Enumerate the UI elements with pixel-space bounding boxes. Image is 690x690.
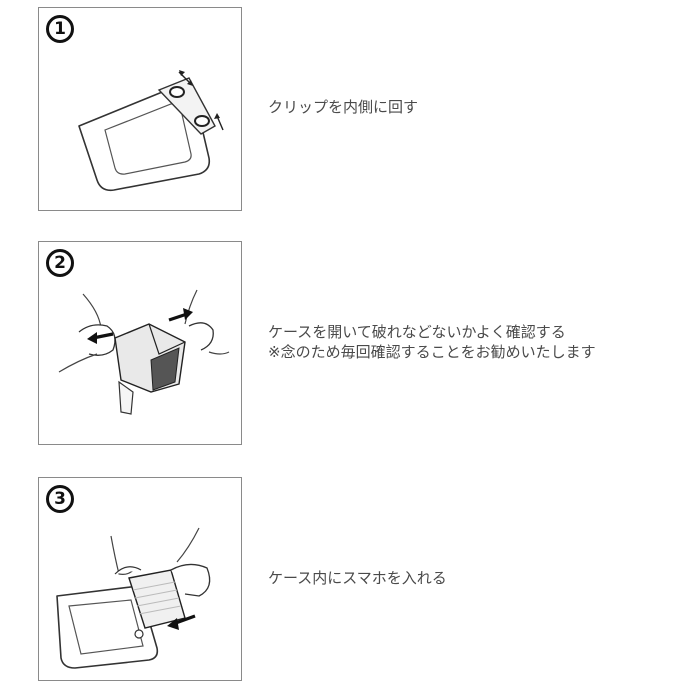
instruction-note: ※念のため毎回確認することをお勧めいたします: [268, 343, 596, 361]
step-1-instruction: クリップを内側に回す: [268, 97, 418, 117]
step-number-badge: 1: [46, 15, 74, 43]
step-2-instruction: ケースを開いて破れなどないかよく確認する ※念のため毎回確認することをお勧めいた…: [268, 322, 596, 362]
step-2-panel: 2: [38, 241, 242, 445]
step-number-badge: 2: [46, 249, 74, 277]
step-3-panel: 3: [38, 477, 242, 681]
instruction-line: ケースを開いて破れなどないかよく確認する: [268, 323, 566, 341]
step-3-instruction: ケース内にスマホを入れる: [268, 568, 447, 588]
rotate-clips-illustration: [78, 70, 224, 192]
instruction-line: クリップを内側に回す: [268, 98, 419, 116]
instruction-line: ケース内にスマホを入れる: [268, 569, 447, 587]
step-number-badge: 3: [46, 485, 74, 513]
step-1-panel: 1: [38, 7, 242, 211]
open-case-illustration: [58, 289, 230, 415]
insert-phone-illustration: [56, 527, 211, 669]
